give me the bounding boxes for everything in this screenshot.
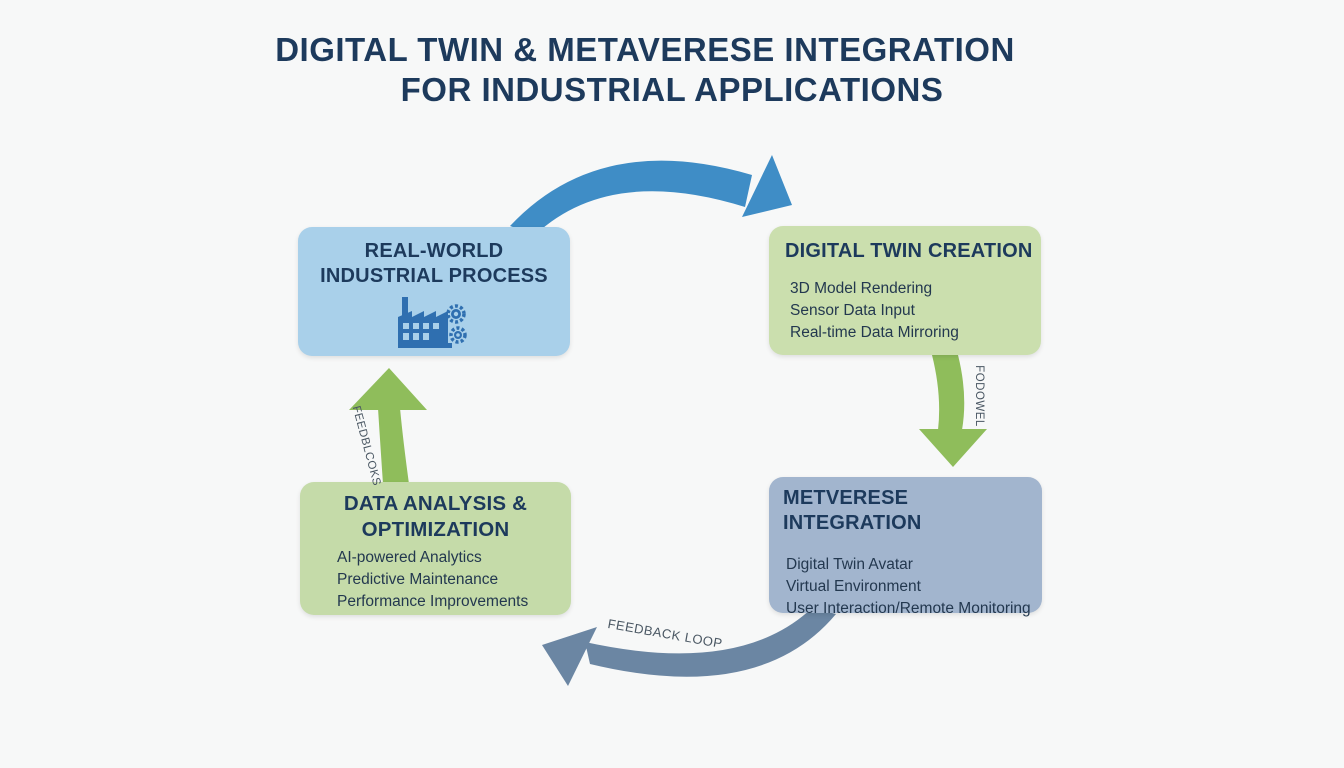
data-analysis-title-line1: DATA ANALYSIS & xyxy=(343,492,528,515)
data-analysis-title-line2: OPTIMIZATION xyxy=(361,518,510,541)
real-world-title-line1: REAL-WORLD xyxy=(364,240,504,262)
metaverse-integration-box: METVERESE INTEGRATION Digital Twin Avata… xyxy=(769,477,1042,617)
digital-twin-item: Sensor Data Input xyxy=(790,302,915,319)
arrow-to-metaverse-head xyxy=(919,429,987,467)
digital-twin-item: 3D Model Rendering xyxy=(790,280,933,297)
metaverse-item: User Interaction/Remote Monitoring xyxy=(786,600,1031,617)
arrow-to-real-world-head xyxy=(349,368,427,410)
metaverse-title: METVERESE INTEGRATION xyxy=(783,487,922,534)
data-analysis-item: Predictive Maintenance xyxy=(337,571,499,588)
arrow-to-digital-twin xyxy=(510,160,752,235)
page-title-line1: DIGITAL TWIN & METAVERESE INTEGRATION xyxy=(275,31,1015,68)
real-world-process-box: REAL-WORLD INDUSTRIAL PROCESS xyxy=(298,227,570,356)
factory-gears-icon xyxy=(398,297,467,348)
right-arrow-label: FODOWEL xyxy=(972,365,985,427)
arrow-to-digital-twin-head xyxy=(742,155,792,217)
digital-twin-item: Real-time Data Mirroring xyxy=(790,324,959,341)
arrow-to-metaverse xyxy=(932,355,965,430)
metaverse-item: Digital Twin Avatar xyxy=(786,556,913,573)
digital-twin-title: DIGITAL TWIN CREATION xyxy=(785,240,1033,262)
data-analysis-item: AI-powered Analytics xyxy=(337,549,482,566)
arrow-feedback-loop xyxy=(585,608,836,677)
metaverse-item: Virtual Environment xyxy=(786,578,921,595)
arrow-feedback-loop-head xyxy=(542,627,597,686)
real-world-title-line2: INDUSTRIAL PROCESS xyxy=(320,265,548,287)
page-title-line2: FOR INDUSTRIAL APPLICATIONS xyxy=(400,71,944,108)
data-analysis-box: DATA ANALYSIS & OPTIMIZATION AI-powered … xyxy=(300,482,571,615)
digital-twin-creation-box: DIGITAL TWIN CREATION 3D Model Rendering… xyxy=(769,226,1041,355)
data-analysis-item: Performance Improvements xyxy=(337,593,529,610)
arrow-to-real-world xyxy=(378,408,409,484)
